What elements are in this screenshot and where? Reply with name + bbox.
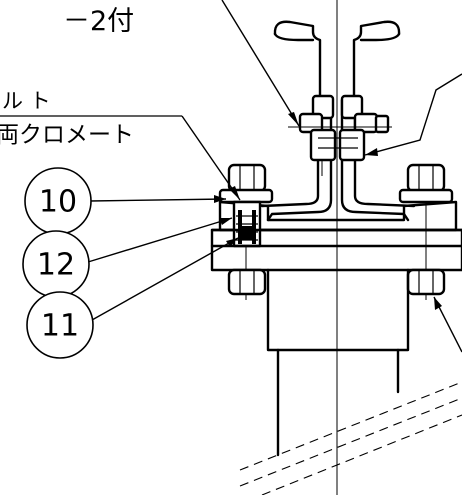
bolt-fragment-text: ル ト [2, 89, 51, 113]
note-top-text: －2付 [63, 6, 134, 37]
callout-10-label: 10 [39, 185, 77, 220]
hidden-lines [239, 381, 462, 495]
web-bolts [288, 94, 392, 162]
center-lines [245, 0, 427, 495]
callout-10: 10 [24, 167, 92, 235]
bolt-shank-detail [232, 200, 262, 248]
h-beam-section [273, 20, 401, 102]
callout-12: 12 [22, 230, 90, 298]
pipe-body [266, 268, 410, 457]
flange-bottom-nuts [227, 268, 446, 296]
callout-11: 11 [26, 291, 94, 359]
leader-lines [87, 0, 462, 353]
lower-flange [210, 228, 462, 272]
flange-top-bolts [218, 163, 454, 204]
callout-11-label: 11 [41, 309, 79, 344]
chromate-fragment-text: 両クロメート [0, 122, 134, 148]
callout-12-label: 12 [37, 248, 75, 283]
angle-brackets [260, 98, 416, 222]
